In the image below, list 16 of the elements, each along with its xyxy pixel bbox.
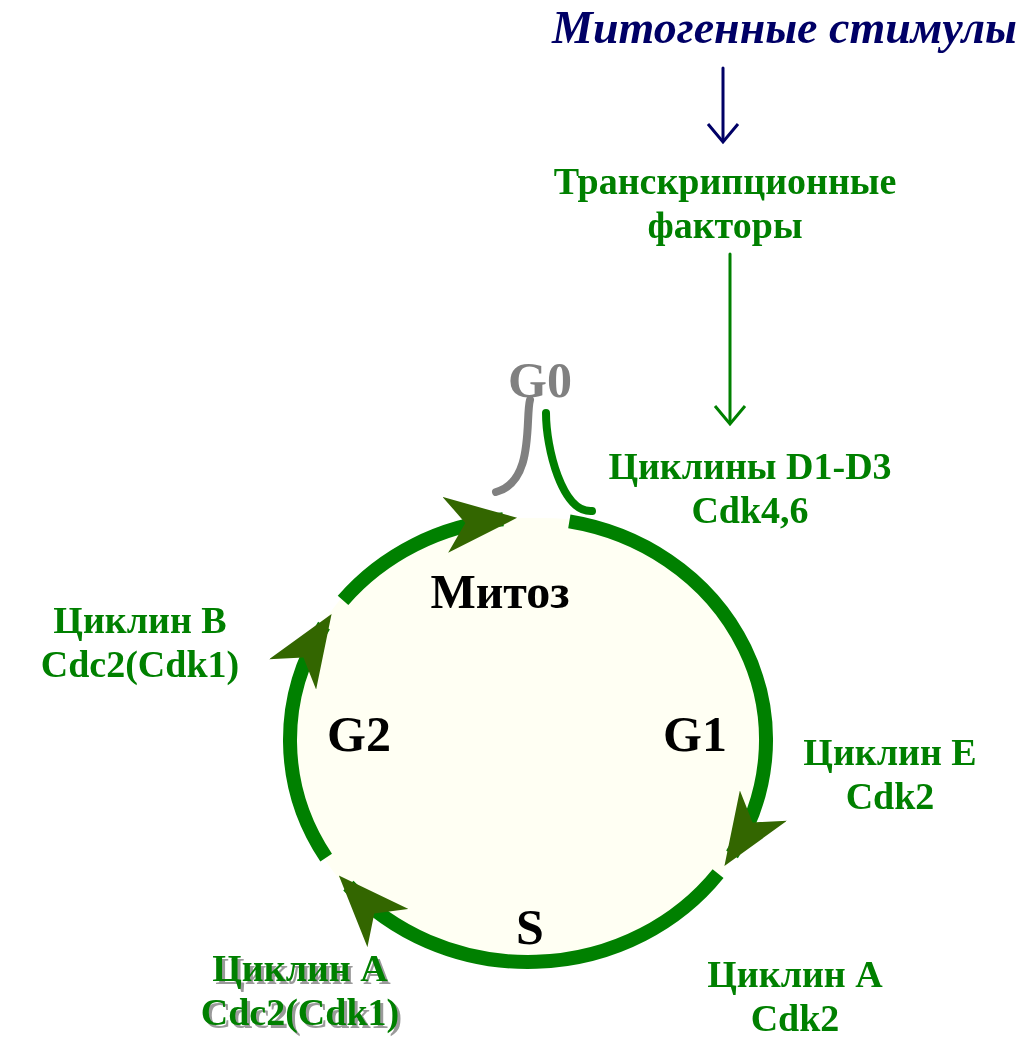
curved-line [542,409,596,515]
cyclin-label: Циклины D1-D3 Cdk4,6 [560,440,940,536]
phase-label: G0 [492,352,588,408]
cyclin-label: Циклин E Cdk2 [802,730,978,818]
curved-line [492,396,534,496]
phase-label: Митоз [410,564,590,620]
cyclin-label: Циклин A Cdk2 [706,952,884,1040]
factor-label: Транскрипционные факторы [480,158,970,248]
cyclin-label: Циклин B Cdc2(Cdk1) [39,598,241,686]
cyclin-label: Циклин A Cdc2(Cdk1) [199,946,401,1034]
phase-label: G1 [650,704,740,764]
phase-label: G2 [314,704,404,764]
stimulus-label: Митогенные стимулы [400,0,1017,62]
phase-label: S [510,902,550,952]
arrow [713,252,747,426]
arrow [706,66,740,144]
